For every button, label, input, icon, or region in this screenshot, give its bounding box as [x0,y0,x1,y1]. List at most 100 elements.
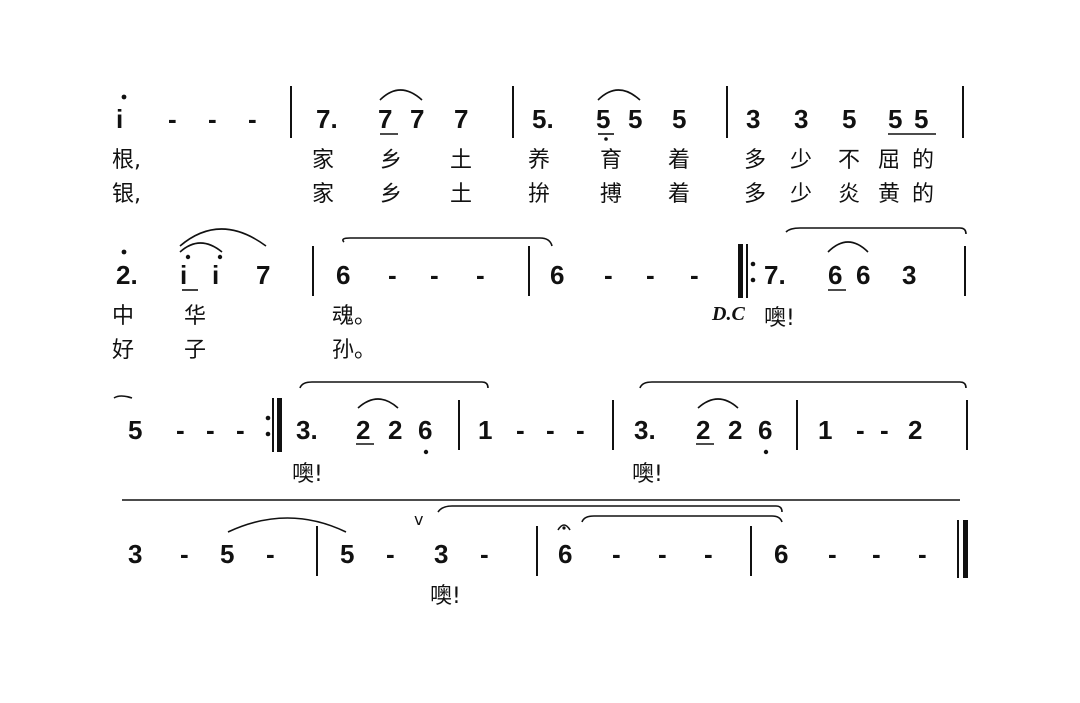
dash: - [206,415,215,445]
lyric: 少 [790,148,813,173]
dash: - [236,415,245,445]
note: 6 [856,260,871,290]
note: 7. [764,260,786,290]
slur [227,517,347,533]
dc-marking: D.C [712,303,745,325]
tie [113,395,133,399]
lyric: 着 [668,148,691,173]
lyric: 少 [790,182,813,207]
dash: - [612,539,621,569]
lyric: 银, [112,182,141,207]
slur [379,89,423,101]
breath-mark: v [414,510,424,529]
note: 2 [388,415,403,445]
note: i [116,104,124,134]
note: 1 [478,415,493,445]
lyric: 孙。 [332,338,377,363]
dash: - [208,104,217,134]
lyric: 噢! [430,584,461,609]
note: 5 [340,539,355,569]
note: 6 [774,539,789,569]
lyric: 养 [528,148,551,173]
note: 5 [128,415,143,445]
tie [299,381,489,389]
note: 3 [128,539,143,569]
barline [726,86,728,138]
barline [512,86,514,138]
lyric: 噢! [764,306,795,331]
barline [316,526,318,576]
slur [827,241,869,253]
note: i [212,260,220,290]
dash: - [388,260,397,290]
dash: - [690,260,699,290]
dash: - [704,539,713,569]
lyric: 多 [744,148,767,173]
note: 7 [378,104,393,134]
barline [796,400,798,450]
lyric: 乡 [380,182,403,207]
dash: - [386,539,395,569]
tie [639,381,967,389]
lyric: 拚 [528,182,551,207]
lyric: 多 [744,182,767,207]
note: 6 [558,539,573,569]
note: 5 [888,104,903,134]
dash: - [476,260,485,290]
lyric: 屈 [878,148,901,173]
note: 5. [532,104,554,134]
dash: - [880,415,889,445]
barline [746,244,748,298]
note: 3 [434,539,449,569]
dash: - [828,539,837,569]
note: 5 [672,104,687,134]
repeat-end-barline [277,398,282,452]
note: 3 [794,104,809,134]
note: 5 [842,104,857,134]
barline [964,246,966,296]
dash: - [430,260,439,290]
lyric: 中 [112,304,135,329]
dash: - [856,415,865,445]
note: 6 [550,260,565,290]
final-barline-thick [963,520,968,578]
dash: - [576,415,585,445]
note: 2 [728,415,743,445]
final-barline-thin [957,520,959,578]
dash: - [168,104,177,134]
barline [290,86,292,138]
note: 6 [758,415,773,445]
note: 6 [828,260,843,290]
lyric: 魂。 [332,304,377,329]
dash: - [546,415,555,445]
note: 7 [454,104,469,134]
note: 3 [902,260,917,290]
note: 2 [356,415,371,445]
note: 2 [696,415,711,445]
note: 7 [256,260,271,290]
barline [272,398,274,452]
note: 2. [116,260,138,290]
barline [962,86,964,138]
barline [458,400,460,450]
tie [342,237,553,247]
barline [528,246,530,296]
lyric: 家 [312,148,335,173]
lyric: 乡 [380,148,403,173]
dash: - [872,539,881,569]
lyric: 华 [184,304,207,329]
note: 3 [746,104,761,134]
lyric: 土 [450,182,473,207]
tie [437,505,783,513]
dash: - [604,260,613,290]
lyric: 噢! [292,462,323,487]
lyric: 着 [668,182,691,207]
barline [612,400,614,450]
lyric: 炎 [838,182,861,207]
note: 3. [634,415,656,445]
slur [597,89,641,101]
note: 5 [596,104,611,134]
dash: - [646,260,655,290]
